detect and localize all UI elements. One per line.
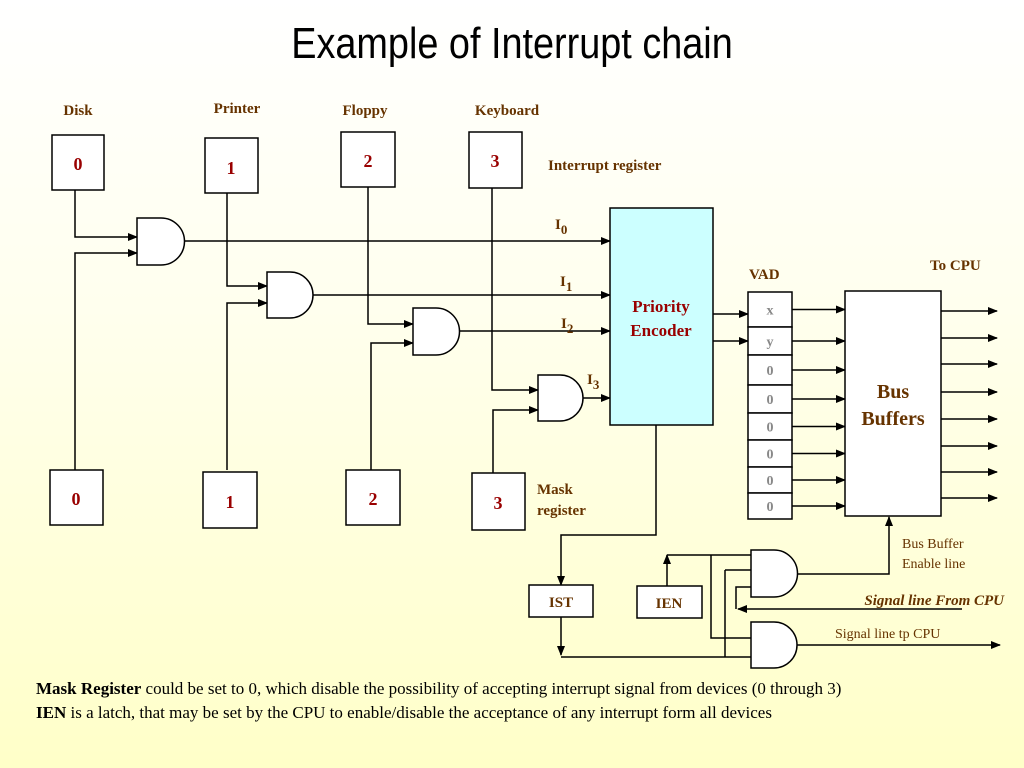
- and-gate-1: [266, 271, 314, 319]
- control-wires: [557, 425, 1001, 658]
- svg-text:0: 0: [767, 474, 774, 489]
- mask-bit-2: 2: [345, 469, 401, 526]
- vad-cell: 0: [747, 492, 793, 520]
- bus-buffer-enable-label: Bus Buffer: [902, 537, 964, 552]
- and-gate-0: [136, 217, 186, 266]
- device-label-keyboard: Keyboard: [475, 103, 540, 119]
- note-mask-register: Mask Register could be set to 0, which d…: [36, 679, 842, 698]
- vad-cell: 0: [747, 439, 793, 468]
- svg-text:1: 1: [227, 158, 236, 178]
- svg-text:0: 0: [767, 364, 774, 379]
- vad-cell: y: [747, 326, 793, 356]
- interrupt-bit-2: 2: [340, 131, 396, 188]
- svg-text:IEN: IEN: [656, 596, 683, 612]
- svg-text:Buffers: Buffers: [861, 408, 925, 430]
- bus-buffer-enable-label-2: Enable line: [902, 557, 965, 572]
- and-gate-3: [537, 374, 584, 422]
- device-label-disk: Disk: [63, 103, 93, 119]
- and-gate-2: [412, 307, 461, 356]
- vad-cell: 0: [747, 384, 793, 414]
- interrupt-register-label: Interrupt register: [548, 158, 662, 174]
- input-label-i1: I1: [560, 274, 572, 294]
- svg-text:2: 2: [369, 489, 378, 509]
- input-label-i0: I0: [555, 217, 567, 237]
- mask-bit-0: 0: [49, 469, 104, 526]
- ien-latch: IEN: [636, 585, 703, 619]
- signal-from-cpu-label: Signal line From CPU: [864, 593, 1005, 609]
- svg-text:0: 0: [767, 448, 774, 463]
- vad-cell: x: [747, 291, 793, 328]
- mask-register-label: Mask: [537, 482, 573, 498]
- interrupt-bit-1: 1: [204, 137, 259, 194]
- vad-label: VAD: [749, 267, 780, 283]
- mask-register-label-2: register: [537, 503, 586, 519]
- input-label-i2: I2: [561, 316, 573, 336]
- svg-text:x: x: [767, 304, 774, 319]
- signal-to-cpu-label: Signal line tp CPU: [835, 627, 940, 642]
- svg-text:0: 0: [72, 489, 81, 509]
- svg-text:3: 3: [491, 151, 500, 171]
- svg-text:0: 0: [767, 500, 774, 515]
- svg-text:3: 3: [494, 493, 503, 513]
- and-gate-interrupt: [750, 621, 798, 669]
- vad-cell: 0: [747, 466, 793, 494]
- vad-cell: 0: [747, 354, 793, 386]
- note-ien: IEN is a latch, that may be set by the C…: [36, 703, 772, 722]
- vad-register: x y 0 0 0 0 0 0: [747, 291, 793, 520]
- bus-buffers: Bus Buffers: [844, 290, 942, 517]
- svg-text:0: 0: [767, 421, 774, 436]
- svg-text:Priority: Priority: [632, 297, 690, 316]
- to-cpu-label: To CPU: [930, 258, 981, 274]
- svg-text:Encoder: Encoder: [630, 321, 692, 340]
- svg-text:0: 0: [74, 154, 83, 174]
- to-cpu-wires: [941, 307, 998, 502]
- device-label-floppy: Floppy: [342, 103, 388, 119]
- mask-bit-3: 3: [471, 472, 526, 531]
- svg-text:y: y: [767, 335, 774, 350]
- and-gate-enable: [750, 549, 799, 598]
- svg-text:0: 0: [767, 393, 774, 408]
- ist-flipflop: IST: [528, 584, 594, 618]
- interrupt-bit-0: 0: [51, 134, 105, 191]
- vad-cell: 0: [747, 412, 793, 441]
- device-label-printer: Printer: [214, 101, 261, 117]
- svg-text:2: 2: [364, 151, 373, 171]
- priority-encoder: Priority Encoder: [609, 207, 714, 426]
- mask-bit-1: 1: [202, 471, 258, 529]
- interrupt-bit-3: 3: [468, 131, 523, 189]
- input-label-i3: I3: [587, 372, 600, 392]
- wires-to-and-gates: [74, 187, 611, 473]
- svg-text:IST: IST: [549, 595, 573, 611]
- svg-text:1: 1: [226, 492, 235, 512]
- vad-to-buffer-wires: [792, 305, 846, 510]
- svg-text:Bus: Bus: [877, 381, 909, 403]
- page-title: Example of Interrupt chain: [291, 18, 732, 67]
- notes: Mask Register could be set to 0, which d…: [36, 677, 841, 725]
